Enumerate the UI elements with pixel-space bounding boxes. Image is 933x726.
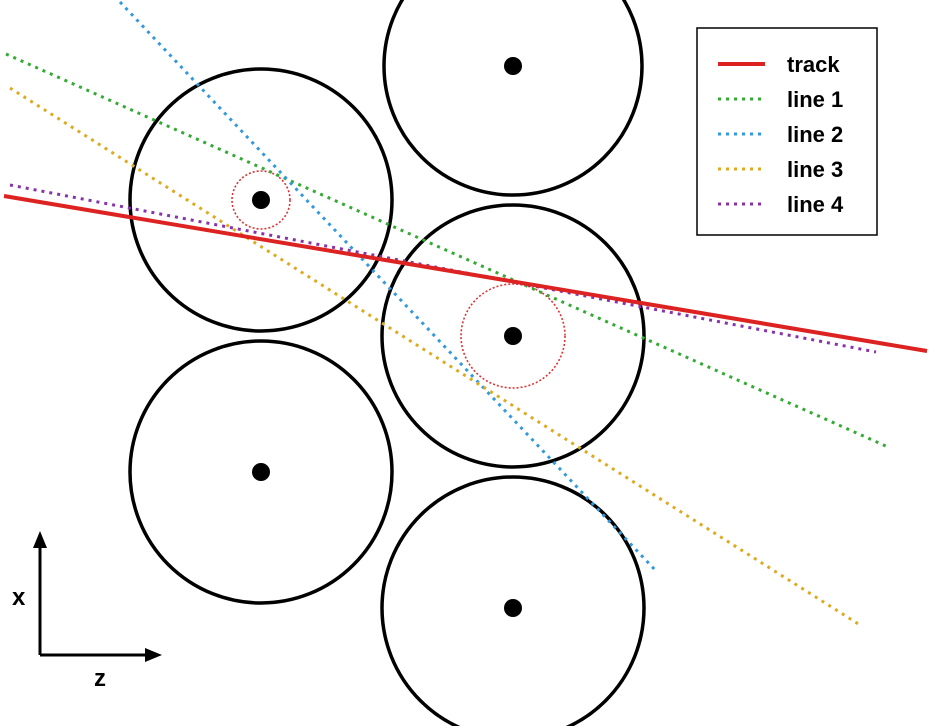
legend-label-line-1: line 1 [787, 87, 843, 112]
wire-lower-right [504, 599, 522, 617]
track-line [3, 194, 928, 353]
legend-item-track: track [718, 52, 840, 77]
wire-middle-right [504, 327, 522, 345]
drift-circles [231, 170, 566, 389]
tube-middle-right [380, 203, 646, 469]
drift-circle-middle-right [460, 283, 566, 389]
z-axis-arrowhead [145, 648, 162, 662]
line-2 [118, 0, 659, 574]
legend-label-line-3: line 3 [787, 157, 843, 182]
tube-lower-right [380, 475, 646, 726]
coordinate-axes: x z [12, 531, 162, 692]
legend-item-line-2: line 2 [718, 122, 843, 147]
legend: track line 1 line 2 line 3 line 4 [696, 27, 878, 236]
drift-tubes [128, 0, 646, 726]
tube-lower-left [128, 339, 394, 605]
tube-upper-left [128, 67, 394, 333]
x-axis-label: x [12, 584, 26, 611]
legend-item-line-1: line 1 [718, 87, 843, 112]
z-axis-label: z [94, 665, 106, 692]
legend-label-line-2: line 2 [787, 122, 843, 147]
tube-upper-right [382, 0, 644, 197]
drift-circle-upper-left [231, 170, 291, 230]
legend-label-line-4: line 4 [787, 192, 844, 217]
wires [252, 57, 522, 617]
legend-label-track: track [787, 52, 840, 77]
candidate-lines [3, 0, 928, 627]
wire-upper-right [504, 57, 522, 75]
wire-upper-left [252, 191, 270, 209]
legend-item-line-3: line 3 [718, 157, 843, 182]
line-1 [5, 52, 889, 449]
wire-lower-left [252, 463, 270, 481]
legend-item-line-4: line 4 [718, 192, 844, 217]
x-axis-arrowhead [33, 531, 47, 548]
